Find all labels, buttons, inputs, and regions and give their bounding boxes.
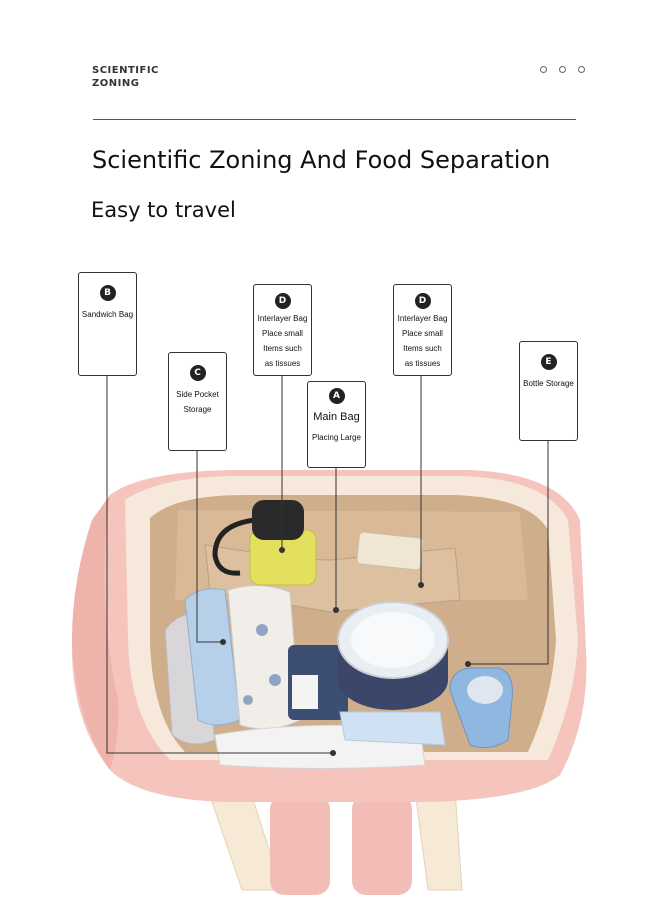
right-strap bbox=[414, 789, 463, 891]
callout-letter-badge: C bbox=[189, 365, 206, 381]
callout-text: Interlayer Bag bbox=[257, 314, 308, 323]
endpoint-b bbox=[330, 750, 336, 756]
bottle-strap bbox=[212, 517, 256, 576]
page-title: Scientific Zoning And Food Separation bbox=[92, 146, 551, 174]
window-dots-icon bbox=[540, 66, 585, 73]
callout-letter-badge: E bbox=[540, 354, 557, 370]
leader-b bbox=[106, 376, 333, 754]
callout-text: Side Pocket bbox=[176, 390, 219, 399]
callout-letter-badge: D bbox=[274, 293, 291, 309]
dot-3 bbox=[578, 66, 585, 73]
leader-e bbox=[468, 441, 549, 665]
endpoint-e bbox=[465, 661, 471, 667]
callout-main-bag: A Main Bag Placing Large bbox=[307, 381, 366, 468]
callout-side-pocket: C Side Pocket Storage bbox=[168, 352, 227, 451]
baby-bottle-nipple bbox=[467, 676, 503, 704]
pouch-tag bbox=[292, 675, 318, 709]
callout-text: Bottle Storage bbox=[523, 379, 574, 388]
callout-sandwich-bag: B Sandwich Bag bbox=[78, 272, 137, 376]
callout-text: Placing Large bbox=[312, 433, 361, 442]
page-subtitle: Easy to travel bbox=[91, 198, 236, 222]
endpoint-a bbox=[333, 607, 339, 613]
callout-interlayer-right: D Interlayer Bag Place small Items such … bbox=[393, 284, 452, 376]
leader-lines bbox=[106, 376, 549, 754]
callout-text: Place small bbox=[262, 329, 303, 338]
callout-text: as tissues bbox=[404, 359, 441, 368]
callout-text: as tissues bbox=[264, 359, 301, 368]
endpoint-d-right bbox=[418, 582, 424, 588]
tissue-pack bbox=[356, 531, 424, 571]
callout-letter-badge: B bbox=[99, 285, 116, 301]
callout-letter-badge: D bbox=[414, 293, 431, 309]
endpoint-d-left bbox=[279, 547, 285, 553]
brand-line-2: ZONING bbox=[92, 78, 140, 89]
endpoint-c bbox=[220, 639, 226, 645]
leader-endpoints bbox=[220, 547, 471, 756]
print-dot-3 bbox=[243, 695, 253, 705]
callout-text: Items such bbox=[403, 344, 442, 353]
callout-text: Sandwich Bag bbox=[81, 310, 134, 319]
brand-mark: SCIENTIFIC ZONING bbox=[92, 64, 159, 90]
callout-letter-badge: A bbox=[328, 388, 345, 404]
print-dot-1 bbox=[256, 624, 268, 636]
callout-text: Interlayer Bag bbox=[397, 314, 448, 323]
callout-text: Storage bbox=[183, 405, 212, 414]
header-divider bbox=[93, 119, 576, 120]
handle-left bbox=[270, 795, 330, 895]
bottle-cap bbox=[252, 500, 304, 540]
diaper-pattern bbox=[339, 711, 446, 746]
callout-text: Items such bbox=[263, 344, 302, 353]
callout-interlayer-left: D Interlayer Bag Place small Items such … bbox=[253, 284, 312, 376]
leader-c bbox=[196, 451, 223, 643]
callout-text: Main Bag bbox=[313, 411, 360, 423]
brand-line-1: SCIENTIFIC bbox=[92, 65, 159, 76]
formula-tin-lid-inner bbox=[351, 612, 435, 668]
print-dot-2 bbox=[269, 674, 281, 686]
dot-1 bbox=[540, 66, 547, 73]
callout-bottle-storage: E Bottle Storage bbox=[519, 341, 578, 441]
callout-text: Place small bbox=[402, 329, 443, 338]
dot-2 bbox=[559, 66, 566, 73]
handle-right bbox=[352, 795, 412, 895]
